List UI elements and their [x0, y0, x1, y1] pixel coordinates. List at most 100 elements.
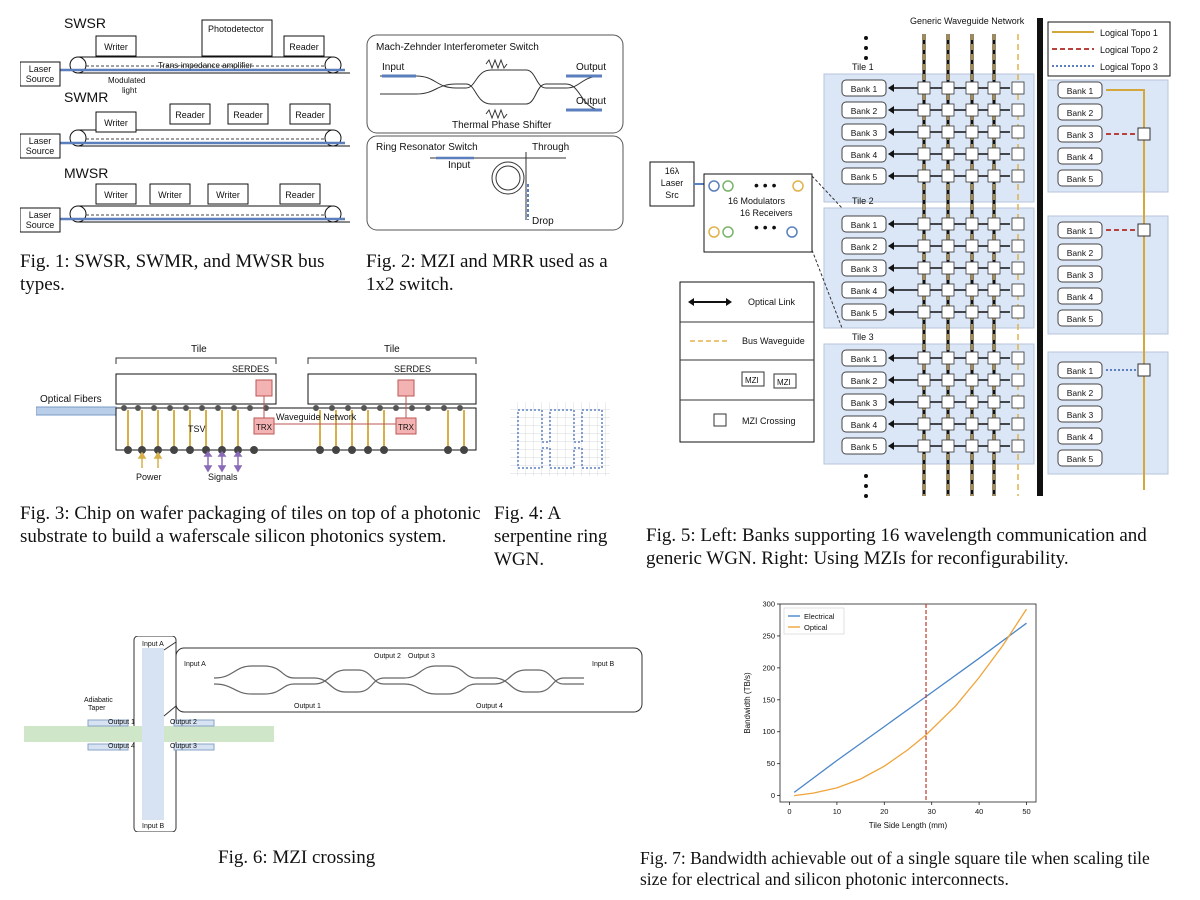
y-tick-label: 250 — [762, 631, 775, 640]
tile-2-banks: Bank 1 Bank 2 Bank 3 Bank 4 Bank 5 — [841, 215, 887, 321]
tile-label-2: Tile — [384, 344, 400, 355]
fig7-caption: Fig. 7: Bandwidth achievable out of a si… — [640, 848, 1150, 889]
input-a-label: Input A — [142, 641, 164, 648]
modulator-rings — [708, 180, 804, 238]
svg-text:SERDES: SERDES — [394, 364, 431, 374]
swmr-reader-1 — [169, 103, 211, 125]
svg-text:Reader: Reader — [285, 190, 315, 200]
svg-text:Bank 5: Bank 5 — [851, 308, 878, 318]
topo-legend: Logical Topo 1 Logical Topo 2 Logical To… — [1047, 21, 1171, 77]
svg-text:MZI: MZI — [777, 378, 791, 387]
svg-text:Bank 2: Bank 2 — [851, 106, 878, 116]
svg-text:Source: Source — [26, 74, 55, 84]
optical-link-arrowheads — [888, 84, 894, 450]
svg-text:Input A: Input A — [184, 661, 206, 668]
x-tick-label: 0 — [787, 807, 791, 816]
tile-die-1 — [115, 373, 277, 405]
y-tick-label: 200 — [762, 663, 775, 672]
topo-paths — [1106, 89, 1145, 490]
y-tick-label: 300 — [762, 600, 775, 609]
x-tick-label: 30 — [928, 807, 936, 816]
svg-text:Laser: Laser — [29, 64, 52, 74]
svg-text:Writer: Writer — [216, 190, 240, 200]
topo-mzi-crossings — [1137, 127, 1151, 377]
svg-text:Writer: Writer — [104, 118, 128, 128]
svg-text:Output 1: Output 1 — [294, 703, 321, 710]
svg-text:TRX: TRX — [398, 423, 415, 432]
svg-text:Bus Waveguide: Bus Waveguide — [742, 336, 805, 346]
photodetector-box — [201, 19, 273, 57]
svg-text:Output 3: Output 3 — [408, 653, 435, 660]
mzi-switch-box — [366, 34, 624, 134]
trx-2 — [395, 417, 417, 435]
series-line-optical — [794, 608, 1028, 797]
fig5-legend: Optical Link Bus Waveguide MZI MZI MZI C… — [679, 281, 815, 443]
fig3-caption: Fig. 3: Chip on wafer packaging of tiles… — [20, 503, 481, 547]
svg-text:Input: Input — [382, 62, 404, 73]
svg-text:Tile 2: Tile 2 — [852, 196, 874, 206]
svg-text:Adiabatic: Adiabatic — [84, 697, 113, 704]
svg-text:Bank 4: Bank 4 — [1067, 292, 1094, 302]
svg-text:Bank 2: Bank 2 — [851, 242, 878, 252]
mwsr-writer-1 — [95, 183, 137, 205]
fig1-caption: Fig. 1: SWSR, SWMR, and MWSR bus types. — [20, 251, 325, 295]
x-tick-label: 20 — [880, 807, 888, 816]
svg-text:Logical Topo 3: Logical Topo 3 — [1100, 62, 1158, 72]
svg-text:Writer: Writer — [104, 42, 128, 52]
mwsr-reader — [279, 183, 321, 205]
svg-text:Writer: Writer — [158, 190, 182, 200]
svg-text:Reader: Reader — [233, 110, 263, 120]
fig6-caption: Fig. 6: MZI crossing — [218, 847, 376, 868]
x-axis-label: Tile Side Length (mm) — [869, 821, 948, 830]
signal-arrows — [203, 450, 243, 473]
svg-text:Bank 1: Bank 1 — [1067, 226, 1094, 236]
svg-text:Laser: Laser — [29, 210, 52, 220]
svg-text:Bank 2: Bank 2 — [1067, 108, 1094, 118]
svg-text:Bank 1: Bank 1 — [1067, 366, 1094, 376]
mwsr-laser-box — [20, 207, 61, 233]
svg-text:Reader: Reader — [289, 42, 319, 52]
swsr-writer — [95, 35, 137, 57]
svg-text:Modulated: Modulated — [108, 76, 145, 85]
swmr-writer — [95, 111, 137, 133]
signals-label: Signals — [208, 472, 238, 482]
svg-text:Photodetector: Photodetector — [208, 24, 264, 34]
svg-text:Bank 3: Bank 3 — [1067, 130, 1094, 140]
tsv-pillars — [127, 410, 465, 448]
mwsr-bus — [60, 205, 350, 223]
svg-text:Input B: Input B — [592, 661, 615, 668]
svg-text:Bank 2: Bank 2 — [1067, 388, 1094, 398]
ellipsis-dots — [864, 36, 868, 498]
svg-text:Bank 5: Bank 5 — [851, 172, 878, 182]
svg-text:Output 2: Output 2 — [170, 719, 197, 726]
svg-text:Bank 4: Bank 4 — [851, 150, 878, 160]
svg-text:Writer: Writer — [104, 190, 128, 200]
swmr-reader-3 — [289, 103, 331, 125]
fig5-caption: Fig. 5: Left: Banks supporting 16 wavele… — [646, 525, 1147, 569]
fig4-serpentine-diagram — [510, 402, 610, 476]
svg-text:Drop: Drop — [532, 216, 554, 227]
svg-text:Bank 4: Bank 4 — [1067, 152, 1094, 162]
right-tile-banks: Bank 1 Bank 2 Bank 3 Bank 4 Bank 5 Bank … — [1057, 81, 1103, 467]
svg-text:Bank 5: Bank 5 — [1067, 174, 1094, 184]
svg-text:Optical Link: Optical Link — [748, 297, 796, 307]
svg-text:Bank 1: Bank 1 — [851, 354, 878, 364]
fig2-caption: Fig. 2: MZI and MRR used as a 1x2 switch… — [366, 251, 608, 295]
receivers-label: 16 Receivers — [740, 208, 793, 218]
power-label: Power — [136, 472, 162, 482]
swsr-label: SWSR — [64, 15, 106, 31]
mzi-crossings-grid — [917, 81, 1025, 453]
fig4-caption: Fig. 4: A serpentine ring WGN. — [494, 503, 608, 570]
bump-row-top — [121, 405, 463, 411]
tia-label: Trans-impedance amplifier — [158, 61, 253, 70]
svg-text:Bank 3: Bank 3 — [851, 264, 878, 274]
y-tick-label: 50 — [767, 759, 775, 768]
svg-text:16λ: 16λ — [665, 166, 680, 176]
thermal-label: Thermal Phase Shifter — [452, 120, 552, 131]
svg-text:Bank 1: Bank 1 — [851, 84, 878, 94]
vertical-waveguide — [142, 648, 164, 820]
fig2-diagram: Mach-Zehnder Interferometer Switch Input… — [366, 34, 624, 231]
svg-text:Reader: Reader — [295, 110, 325, 120]
swmr-reader-2 — [227, 103, 269, 125]
svg-text:Output 4: Output 4 — [476, 703, 503, 710]
